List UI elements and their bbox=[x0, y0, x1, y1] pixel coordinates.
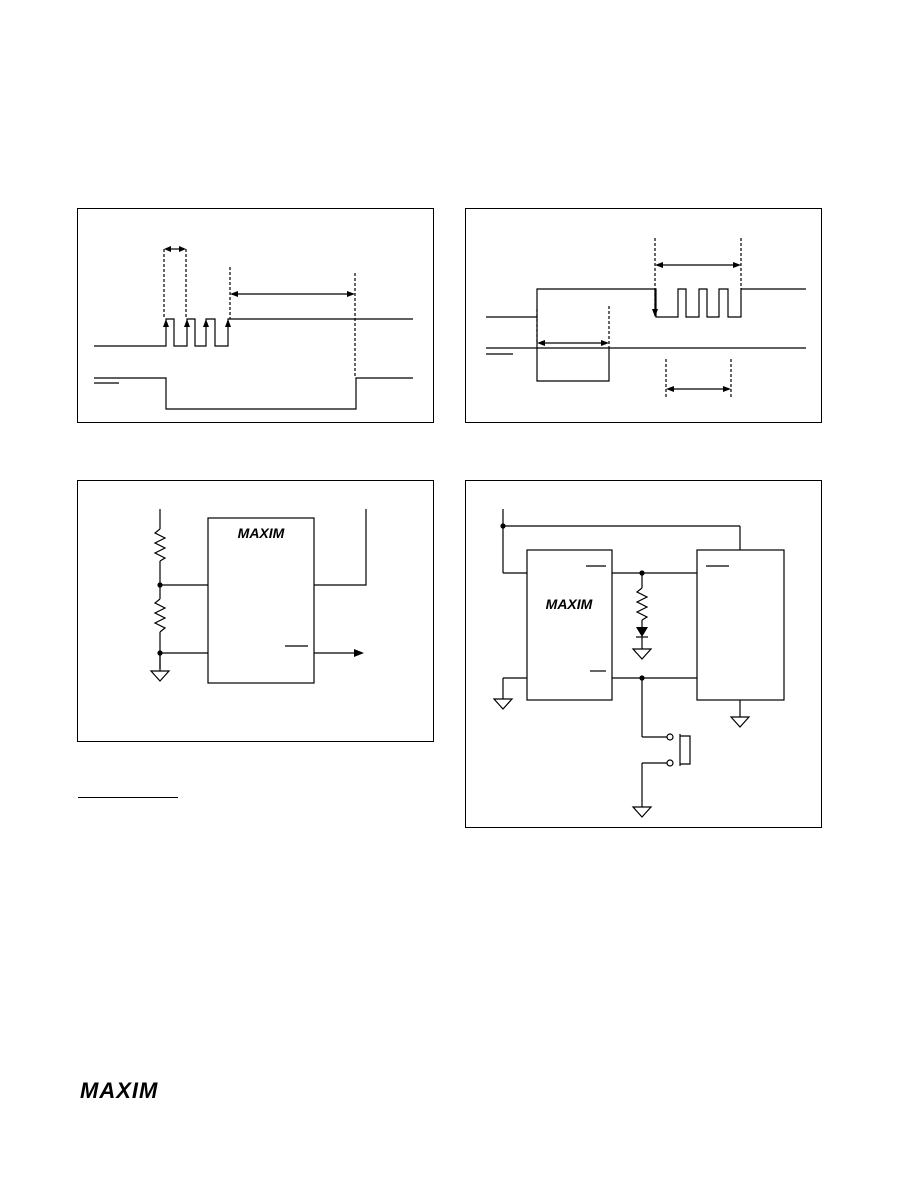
ground-symbol bbox=[631, 806, 653, 818]
ground-symbol bbox=[729, 716, 751, 728]
ground-symbol bbox=[149, 670, 171, 682]
footer-logo: MAXIM bbox=[80, 1078, 159, 1103]
output-pulse-waveform bbox=[536, 317, 610, 382]
pullup-resistor bbox=[635, 587, 649, 621]
ground-symbol bbox=[631, 648, 653, 660]
output-waveform bbox=[94, 377, 413, 410]
pulse-waveform bbox=[94, 318, 413, 347]
diode-symbol bbox=[636, 627, 648, 637]
ground-symbol bbox=[492, 698, 514, 710]
timing-diagram-left bbox=[77, 208, 434, 423]
microprocessor-block bbox=[696, 549, 785, 701]
output-arrow bbox=[354, 649, 364, 657]
supervisor-ic bbox=[526, 549, 613, 701]
timing-diagram-left-drawing bbox=[94, 246, 413, 410]
timing-diagram-right bbox=[465, 208, 822, 423]
resistor-bottom bbox=[153, 598, 167, 633]
chip-logo: MAXIM bbox=[238, 525, 285, 541]
schematic-divider: MAXIM bbox=[77, 480, 434, 742]
schematic-divider-drawing: MAXIM bbox=[149, 509, 367, 684]
chip-logo: MAXIM bbox=[546, 596, 593, 612]
notes-rule bbox=[78, 797, 178, 798]
resistor-top bbox=[153, 528, 167, 562]
schematic-manual-reset-drawing: MAXIM bbox=[492, 509, 785, 818]
timing-diagram-right-drawing bbox=[486, 238, 806, 397]
strobe-waveform bbox=[486, 288, 806, 318]
schematic-manual-reset: MAXIM bbox=[465, 480, 822, 828]
ic-body bbox=[207, 517, 315, 684]
